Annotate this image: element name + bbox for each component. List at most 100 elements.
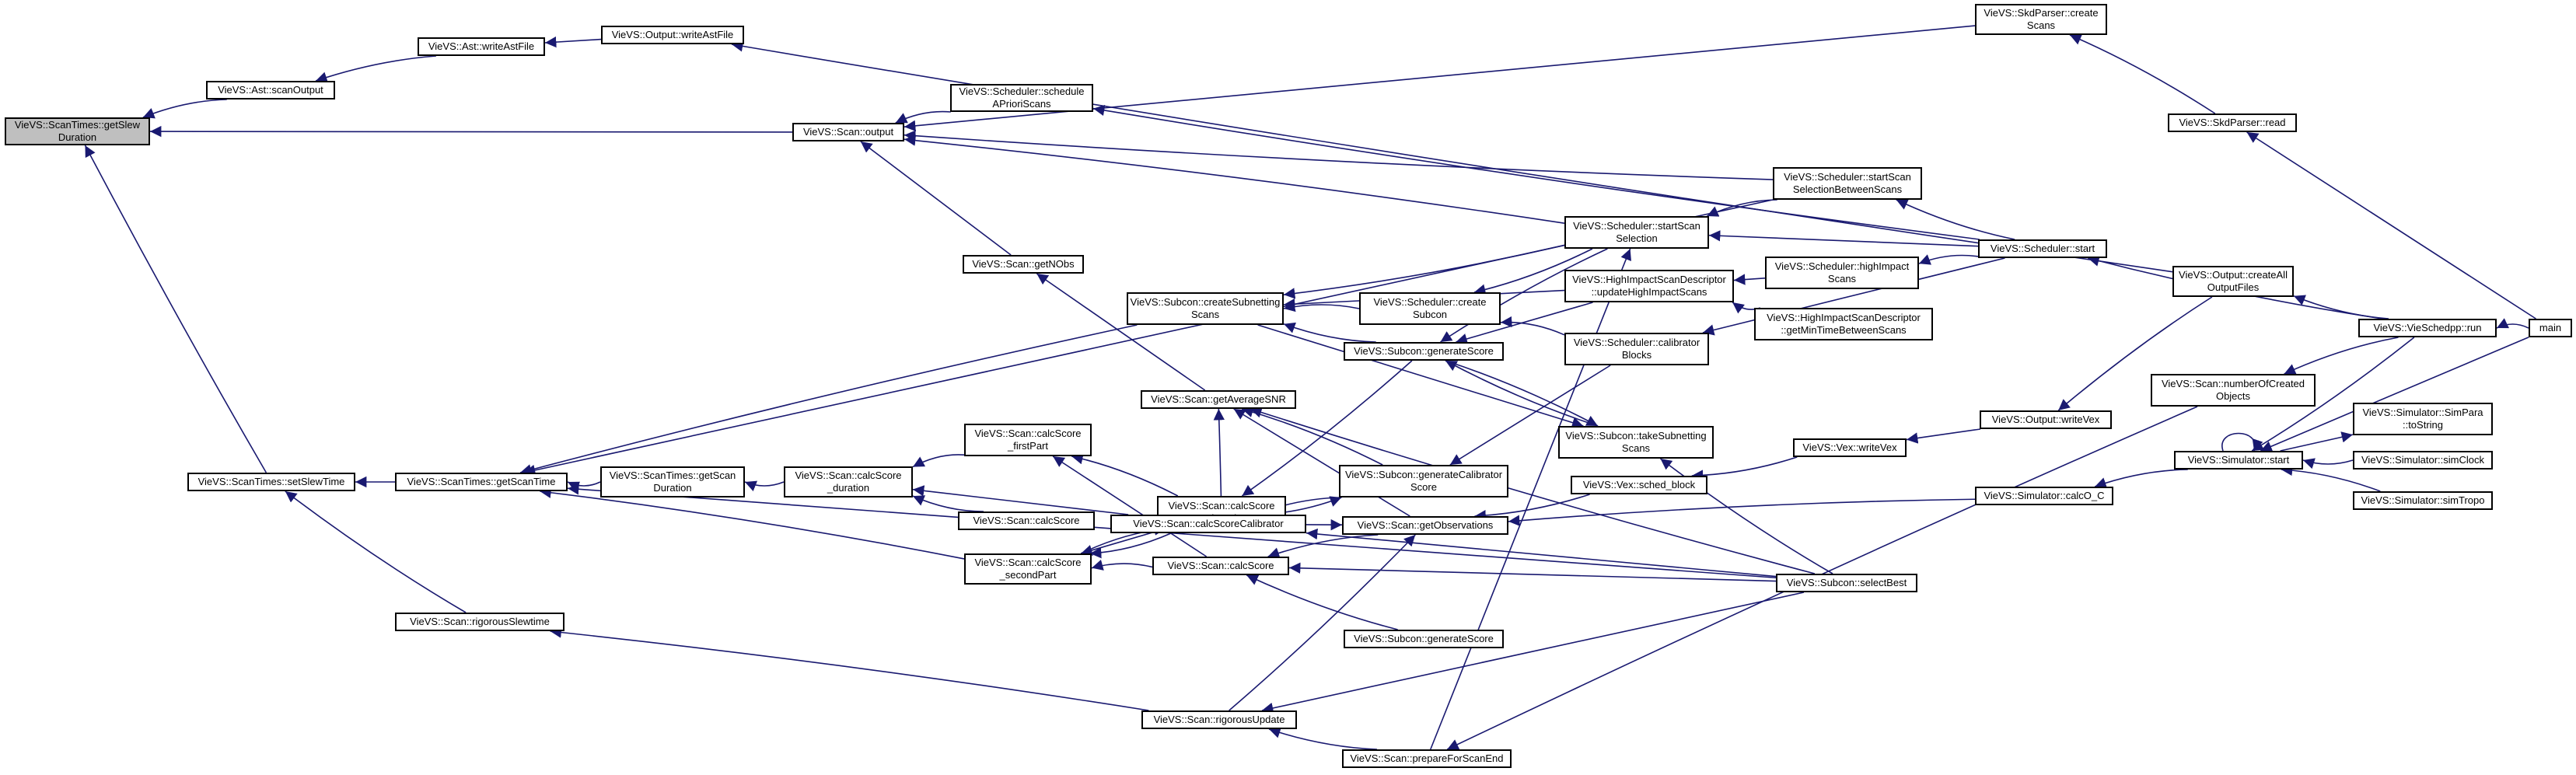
call-edge xyxy=(1474,494,1590,522)
node-skdparser-createscans[interactable]: VieVS::SkdParser::create Scans xyxy=(1975,4,2107,35)
node-vex-writevex[interactable]: VieVS::Vex::writeVex xyxy=(1793,438,1907,457)
call-edge xyxy=(912,495,984,512)
call-edge xyxy=(1445,360,1599,427)
node-simulator-calcoc[interactable]: VieVS::Simulator::calcO_C xyxy=(1975,487,2113,505)
call-edge xyxy=(1456,302,1593,344)
node-selectbest[interactable]: VieVS::Subcon::selectBest xyxy=(1776,574,1917,592)
call-edge xyxy=(544,36,602,48)
node-calcscore-firstpart[interactable]: VieVS::Scan::calcScore _firstPart xyxy=(964,424,1092,456)
node-scan-output[interactable]: VieVS::Scan::output xyxy=(792,123,904,141)
call-edge xyxy=(1246,574,1398,630)
node-scheduleaprioriscans[interactable]: VieVS::Scheduler::schedule APrioriScans xyxy=(950,84,1093,112)
node-output-writevex[interactable]: VieVS::Output::writeVex xyxy=(1980,410,2112,429)
node-highimpactscans[interactable]: VieVS::Scheduler::highImpact Scans xyxy=(1765,257,1919,289)
node-generatescore-2[interactable]: VieVS::Subcon::generateScore xyxy=(1344,630,1504,648)
node-rigorousupdate[interactable]: VieVS::Scan::rigorousUpdate xyxy=(1141,710,1297,729)
node-settslewtime[interactable]: VieVS::ScanTimes::setSlewTime xyxy=(187,473,355,491)
call-edge xyxy=(519,324,1138,476)
call-edge xyxy=(1445,360,1599,427)
call-edge xyxy=(1691,456,1798,481)
call-edge xyxy=(1733,274,1766,285)
call-edge xyxy=(1440,248,1608,343)
call-edge xyxy=(860,141,1012,256)
call-edge xyxy=(1229,534,1416,711)
call-edge xyxy=(1261,592,1805,714)
node-getscanduration[interactable]: VieVS::ScanTimes::getScan Duration xyxy=(600,466,745,497)
node-rigorousslewtime[interactable]: VieVS::Scan::rigorousSlewtime xyxy=(395,613,564,631)
call-edge xyxy=(1241,360,1413,497)
node-simulator-start[interactable]: VieVS::Simulator::start xyxy=(2174,451,2303,470)
node-getminimetimebetweenscans[interactable]: VieVS::HighImpactScanDescriptor ::getMin… xyxy=(1754,308,1933,340)
node-numberofcreatedobjects[interactable]: VieVS::Scan::numberOfCreated Objects xyxy=(2151,374,2316,407)
node-updatehighimpactscans[interactable]: VieVS::HighImpactScanDescriptor ::update… xyxy=(1564,270,1734,302)
node-takesubnettingscans[interactable]: VieVS::Subcon::takeSubnetting Scans xyxy=(1558,426,1714,459)
call-edge xyxy=(2280,431,2354,452)
node-simpara-tostring[interactable]: VieVS::Simulator::SimPara ::toString xyxy=(2353,403,2493,435)
node-getaveragesnr[interactable]: VieVS::Scan::getAverageSNR xyxy=(1141,390,1296,409)
call-edge xyxy=(1213,408,1225,497)
call-edge xyxy=(1089,532,1172,559)
call-edge xyxy=(912,485,1129,515)
call-edge xyxy=(1500,316,1565,336)
node-getnobs[interactable]: VieVS::Scan::getNObs xyxy=(963,255,1084,274)
node-prepareforscanend[interactable]: VieVS::Scan::prepareForScanEnd xyxy=(1342,749,1512,768)
call-edge xyxy=(315,55,436,83)
node-getscantime[interactable]: VieVS::ScanTimes::getScanTime xyxy=(395,473,568,491)
node-simulator-simclock[interactable]: VieVS::Simulator::simClock xyxy=(2353,451,2493,470)
node-scan-calcscore-2[interactable]: VieVS::Scan::calcScore xyxy=(1152,557,1289,575)
node-startscanselectionbetweenscans[interactable]: VieVS::Scheduler::startScan SelectionBet… xyxy=(1773,167,1922,200)
call-edge xyxy=(1449,365,1611,466)
node-calcscorecalibrator[interactable]: VieVS::Scan::calcScoreCalibrator xyxy=(1110,515,1306,533)
call-edge xyxy=(904,134,1565,224)
call-edge xyxy=(1091,559,1153,571)
node-skdparser-read[interactable]: VieVS::SkdParser::read xyxy=(2168,113,2297,132)
call-edge xyxy=(1918,254,1979,265)
call-edge xyxy=(1267,534,1379,559)
call-edge xyxy=(84,145,267,473)
node-getslewduration[interactable]: VieVS::ScanTimes::getSlew Duration xyxy=(5,117,150,145)
call-edge xyxy=(1283,301,1360,312)
node-createsubnettingscans[interactable]: VieVS::Subcon::createSubnetting Scans xyxy=(1127,292,1284,325)
call-edge xyxy=(1508,498,1976,526)
node-generatescore[interactable]: VieVS::Subcon::generateScore xyxy=(1344,342,1504,361)
node-calcscore-secondpart[interactable]: VieVS::Scan::calcScore _secondPart xyxy=(964,553,1092,585)
call-edge xyxy=(1430,248,1631,750)
call-edge xyxy=(1233,408,1410,517)
call-edge xyxy=(550,627,1149,711)
call-edge xyxy=(1906,428,1981,444)
call-edge xyxy=(912,454,965,468)
call-edge xyxy=(2302,458,2354,470)
node-output-writeastfile[interactable]: VieVS::Output::writeAstFile xyxy=(601,26,744,44)
node-scheduler-createsubcon[interactable]: VieVS::Scheduler::create Subcon xyxy=(1359,292,1501,325)
node-main[interactable]: main xyxy=(2529,319,2572,337)
node-getobservations[interactable]: VieVS::Scan::getObservations xyxy=(1342,516,1508,535)
node-scan-calcscore[interactable]: VieVS::Scan::calcScore xyxy=(958,511,1095,530)
node-calcscore-duration[interactable]: VieVS::Scan::calcScore _duration xyxy=(784,466,913,497)
node-createalloutputfiles[interactable]: VieVS::Output::createAll OutputFiles xyxy=(2172,266,2294,297)
call-edge xyxy=(2094,469,2188,489)
node-generatecalibratorscore[interactable]: VieVS::Subcon::generateCalibrator Score xyxy=(1339,465,1508,497)
node-scanoutput[interactable]: VieVS::Ast::scanOutput xyxy=(206,81,335,99)
call-edge xyxy=(2246,131,2536,319)
node-startscanselection[interactable]: VieVS::Scheduler::startScan Selection xyxy=(1564,216,1709,249)
call-edge xyxy=(2251,337,2415,452)
node-vieschedpp-run[interactable]: VieVS::VieSchedpp::run xyxy=(2358,319,2497,337)
call-edge xyxy=(2260,337,2529,452)
call-edge xyxy=(1052,456,1208,557)
node-calibratorblocks[interactable]: VieVS::Scheduler::calibrator Blocks xyxy=(1564,333,1709,365)
call-edge xyxy=(2069,34,2216,114)
call-edge xyxy=(2281,464,2381,492)
node-vex-schedblock[interactable]: VieVS::Vex::sched_block xyxy=(1571,476,1707,494)
call-edge xyxy=(1702,257,2005,336)
call-edge xyxy=(1250,407,1816,574)
node-ast-writeastfile[interactable]: VieVS::Ast::writeAstFile xyxy=(418,37,545,56)
node-simulator-simtropo[interactable]: VieVS::Simulator::simTropo xyxy=(2353,491,2493,510)
call-edge xyxy=(1268,727,1377,750)
call-edge xyxy=(142,99,227,119)
call-edge xyxy=(1708,230,1979,247)
call-edge xyxy=(1092,104,1980,240)
node-scheduler-start[interactable]: VieVS::Scheduler::start xyxy=(1978,239,2107,258)
call-edge xyxy=(567,481,601,492)
call-edge xyxy=(540,487,965,560)
